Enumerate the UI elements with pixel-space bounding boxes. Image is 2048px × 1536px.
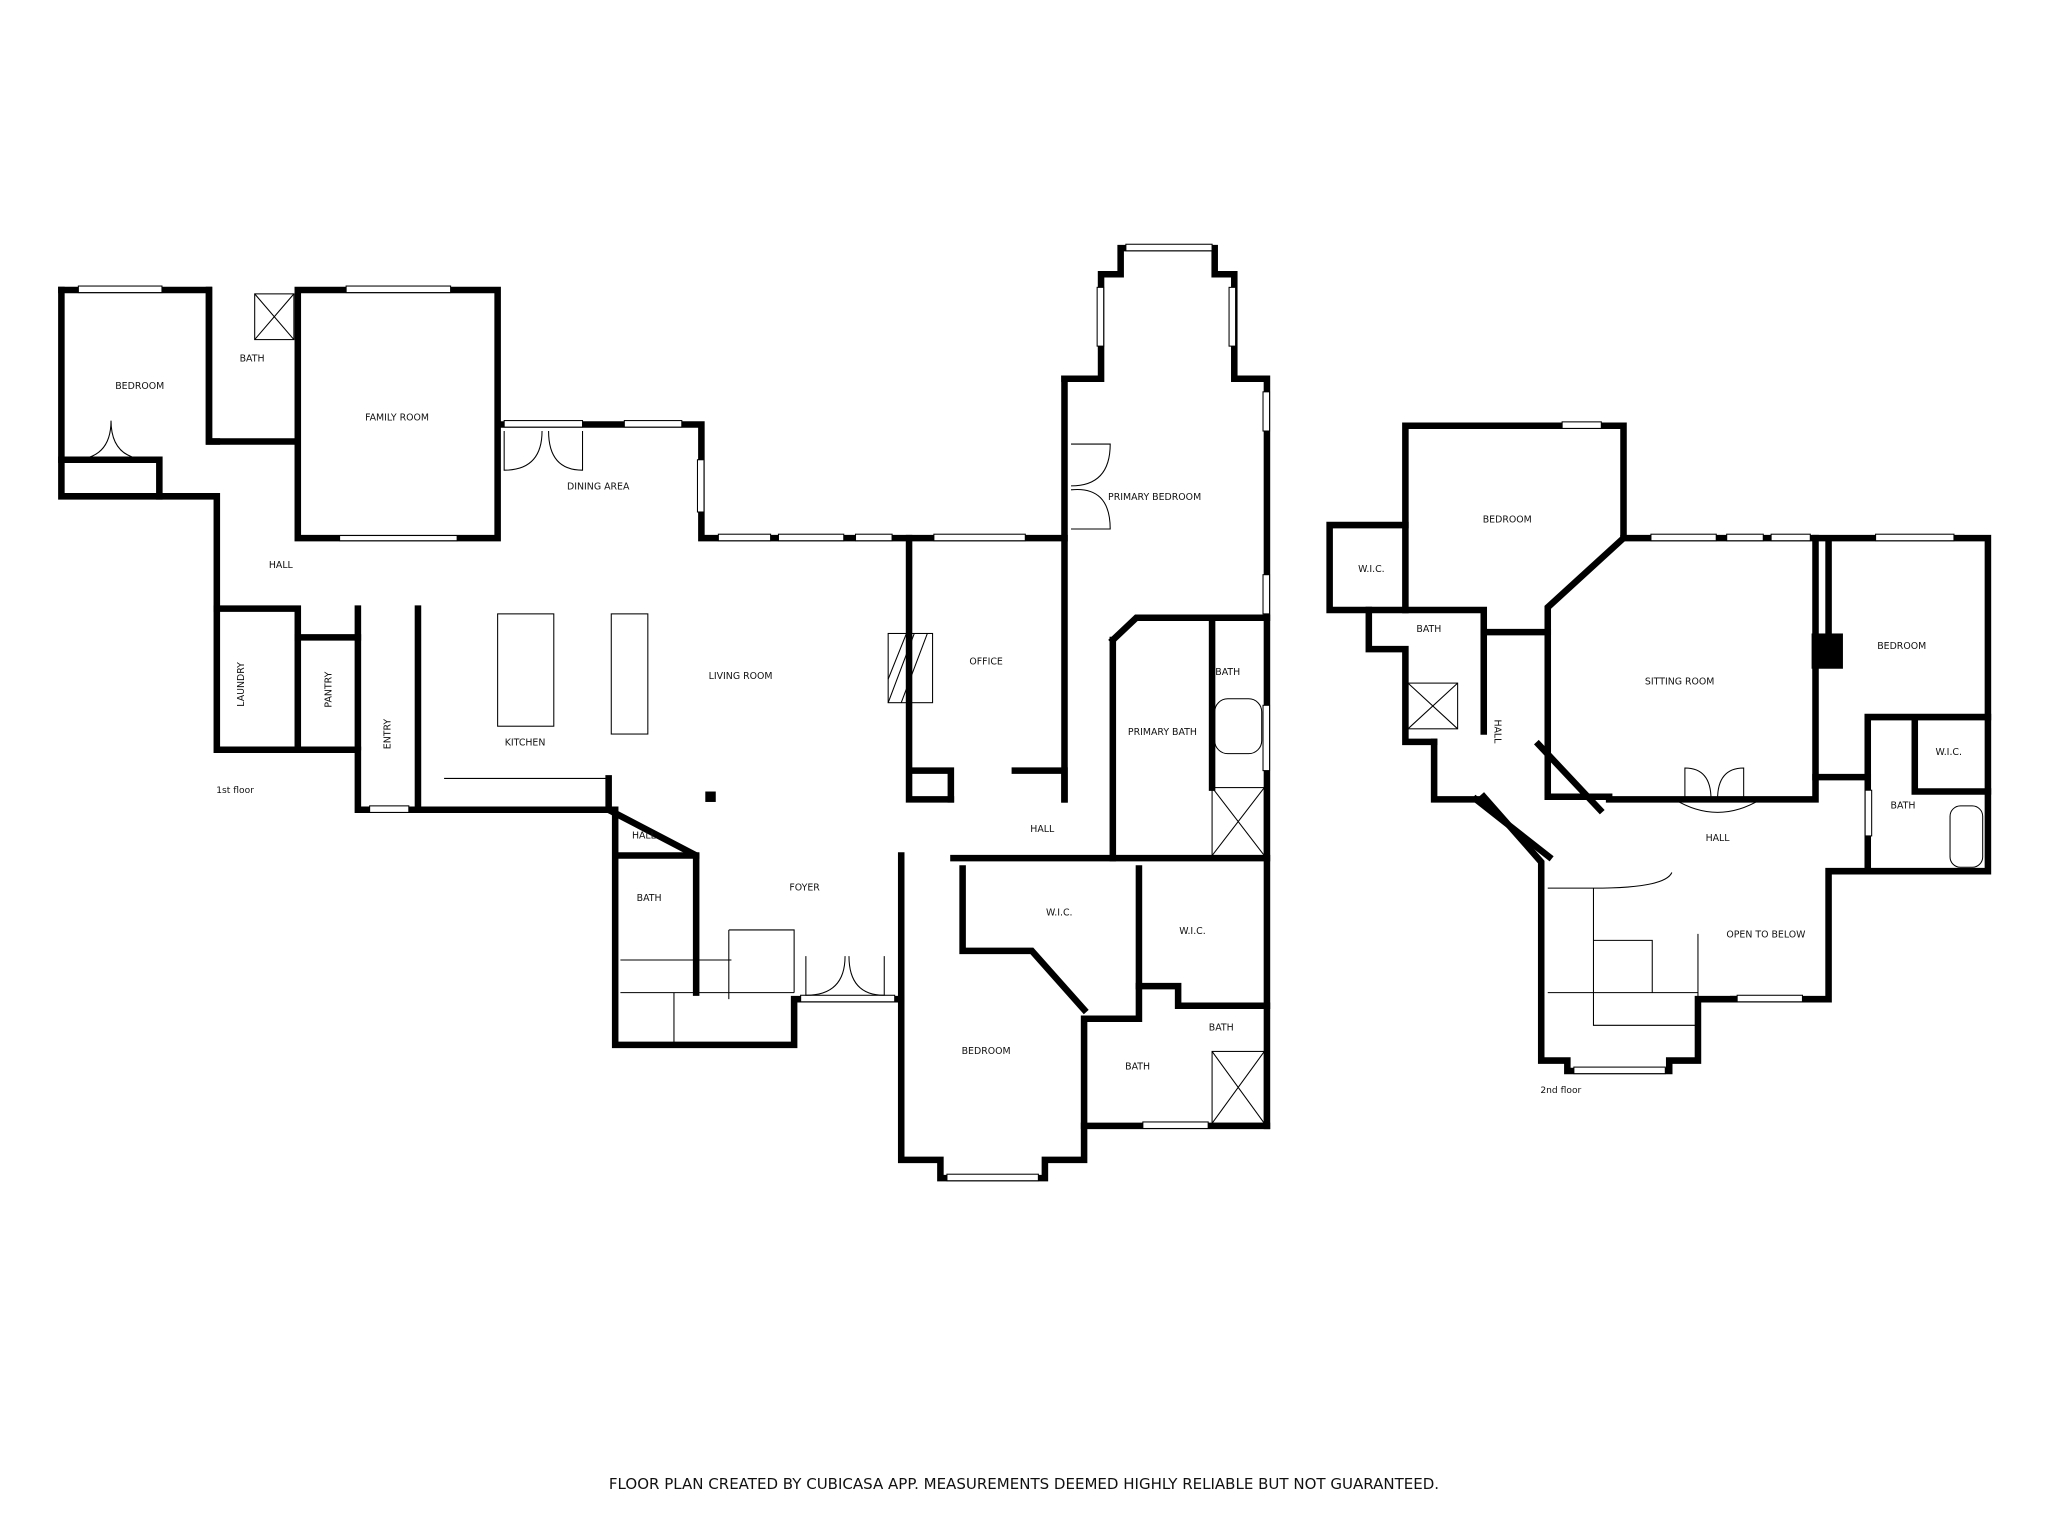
room-label: BATH <box>1125 1062 1150 1073</box>
room-label: HALL <box>632 830 657 841</box>
room-label: OFFICE <box>969 657 1003 668</box>
room-label: HALL <box>1030 824 1055 835</box>
first-floor-windows <box>77 243 1271 1182</box>
room-label: KITCHEN <box>505 738 546 749</box>
room-label: OPEN TO BELOW <box>1726 930 1805 941</box>
second-floor-windows <box>1561 421 1955 1075</box>
room-label: SITTING ROOM <box>1645 676 1715 687</box>
footer-disclaimer: FLOOR PLAN CREATED BY CUBICASA APP. MEAS… <box>609 1475 1439 1493</box>
room-label: BATH <box>1215 667 1240 678</box>
room-label: W.I.C. <box>1179 926 1206 937</box>
column <box>705 791 716 802</box>
room-label: ENTRY <box>382 719 393 750</box>
fireplace <box>887 632 934 704</box>
room-label: HALL <box>1491 719 1502 744</box>
kitchen-island <box>497 613 555 727</box>
room-label: PRIMARY BEDROOM <box>1108 492 1201 503</box>
room-label: FOYER <box>789 883 820 894</box>
first-floor-labels: BEDROOM BATH FAMILY ROOM DINING AREA HAL… <box>115 354 1240 1073</box>
room-label: BEDROOM <box>1877 641 1926 652</box>
room-label: BATH <box>1209 1022 1234 1033</box>
first-floor-fixtures <box>71 293 1265 1124</box>
floor-label: 2nd floor <box>1540 1086 1581 1096</box>
room-label: LAUNDRY <box>236 662 247 707</box>
second-floor-labels: BEDROOM W.I.C. BATH HALL SITTING ROOM BE… <box>1358 514 1962 1096</box>
room-label: BATH <box>240 354 265 365</box>
room-label: DINING AREA <box>567 482 630 493</box>
room-label: BEDROOM <box>115 381 164 392</box>
room-label: PANTRY <box>324 671 335 707</box>
first-floor-walls <box>58 244 1271 1182</box>
room-label: BEDROOM <box>1483 514 1532 525</box>
room-label: HALL <box>269 560 294 571</box>
room-label: LIVING ROOM <box>709 671 773 682</box>
second-floor-walls <box>1326 422 1992 1075</box>
column <box>1811 633 1843 669</box>
kitchen-bar <box>610 613 649 735</box>
room-label: W.I.C. <box>1358 564 1385 575</box>
room-label: HALL <box>1706 833 1731 844</box>
room-label: W.I.C. <box>1935 747 1962 758</box>
second-floor-fixtures <box>1407 682 1984 1026</box>
room-label: BEDROOM <box>962 1046 1011 1057</box>
room-label: BATH <box>637 893 662 904</box>
room-label: BATH <box>1416 624 1441 635</box>
floor-label: 1st floor <box>216 786 254 796</box>
room-label: FAMILY ROOM <box>365 412 429 423</box>
room-label: PRIMARY BATH <box>1128 727 1197 738</box>
room-label: BATH <box>1891 800 1916 811</box>
room-label: W.I.C. <box>1046 907 1073 918</box>
